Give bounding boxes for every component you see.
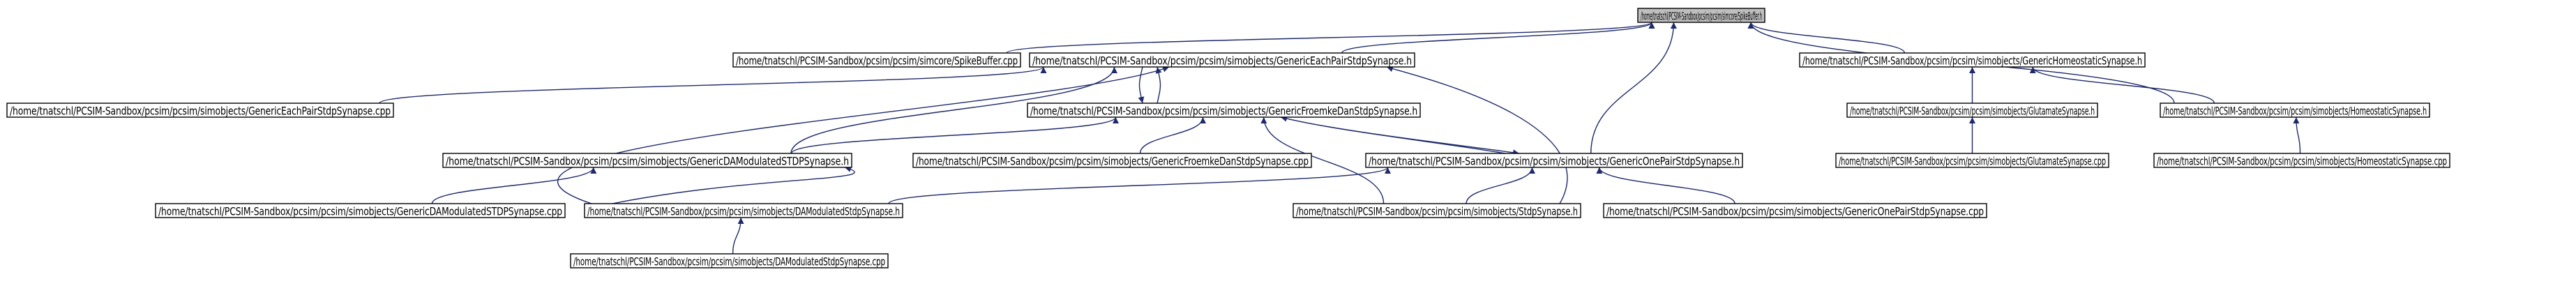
- node-box: [1846, 103, 2098, 118]
- dependency-edge: [1596, 167, 1735, 204]
- graph-node-glutamate-h[interactable]: /home/tnatschl/PCSIM-Sandbox/pcsim/pcsim…: [1846, 103, 2098, 118]
- graph-node-stdp-h[interactable]: /home/tnatschl/PCSIM-Sandbox/pcsim/pcsim…: [1293, 203, 1581, 218]
- node-box: [2160, 103, 2430, 118]
- node-label: /home/tnatschl/PCSIM-Sandbox/pcsim/pcsim…: [10, 105, 391, 118]
- dependency-edge: [1386, 66, 1568, 204]
- dependency-edge: [557, 66, 1170, 204]
- graph-node-gen-one-pair-h[interactable]: /home/tnatschl/PCSIM-Sandbox/pcsim/pcsim…: [1365, 153, 1743, 168]
- node-label: /home/tnatschl/PCSIM-Sandbox/pcsim/pcsim…: [1850, 105, 2095, 118]
- node-box: [1027, 103, 1421, 118]
- graph-node-damod-cpp[interactable]: /home/tnatschl/PCSIM-Sandbox/pcsim/pcsim…: [570, 253, 889, 268]
- node-layer: /home/tnatschl/PCSIM-Sandbox/pcsim/pcsim…: [6, 8, 2450, 268]
- dependency-edge: [1138, 66, 1145, 104]
- node-box: [442, 153, 852, 168]
- graph-node-gen-each-pair-cpp[interactable]: /home/tnatschl/PCSIM-Sandbox/pcsim/pcsim…: [6, 103, 394, 118]
- graph-node-homeostatic-h[interactable]: /home/tnatschl/PCSIM-Sandbox/pcsim/pcsim…: [2160, 103, 2430, 118]
- node-label: /home/tnatschl/PCSIM-Sandbox/pcsim/pcsim…: [587, 205, 900, 218]
- dependency-edge: [1466, 167, 1535, 204]
- node-label: /home/tnatschl/PCSIM-Sandbox/pcsim/pcsim…: [1369, 155, 1740, 168]
- dependency-edge: [1280, 115, 1506, 154]
- node-box: [1835, 153, 2109, 168]
- dependency-edge: [732, 217, 744, 255]
- dependency-edge: [1155, 66, 1162, 104]
- node-box: [1365, 153, 1743, 168]
- node-box: [1637, 8, 1765, 23]
- node-label: /home/tnatschl/PCSIM-Sandbox/pcsim/pcsim…: [1641, 10, 1762, 23]
- node-box: [1603, 203, 1987, 218]
- node-box: [570, 253, 889, 268]
- node-label: /home/tnatschl/PCSIM-Sandbox/pcsim/pcsim…: [1839, 155, 2106, 168]
- dependency-edge: [1341, 22, 1655, 54]
- node-label: /home/tnatschl/PCSIM-Sandbox/pcsim/pcsim…: [736, 54, 1018, 68]
- node-label: /home/tnatschl/PCSIM-Sandbox/pcsim/pcsim…: [2163, 105, 2427, 118]
- dependency-edge: [1006, 22, 1655, 54]
- dependency-edge: [1139, 116, 1206, 154]
- node-box: [732, 52, 1021, 68]
- node-box: [6, 103, 394, 118]
- graph-node-gen-damod-h[interactable]: /home/tnatschl/PCSIM-Sandbox/pcsim/pcsim…: [442, 153, 852, 168]
- node-label: /home/tnatschl/PCSIM-Sandbox/pcsim/pcsim…: [1032, 54, 1412, 68]
- dependency-edge: [1747, 22, 1906, 54]
- node-box: [584, 203, 903, 218]
- graph-node-homeostatic-cpp[interactable]: /home/tnatschl/PCSIM-Sandbox/pcsim/pcsim…: [2153, 153, 2450, 168]
- graph-node-gen-homeo-h[interactable]: /home/tnatschl/PCSIM-Sandbox/pcsim/pcsim…: [1799, 52, 2146, 68]
- node-label: /home/tnatschl/PCSIM-Sandbox/pcsim/pcsim…: [1802, 54, 2142, 68]
- dependency-edge: [790, 66, 1117, 154]
- dependency-edge: [379, 66, 1047, 104]
- graph-node-spikebuffer-cpp[interactable]: /home/tnatschl/PCSIM-Sandbox/pcsim/pcsim…: [732, 52, 1021, 68]
- graph-node-damod-h[interactable]: /home/tnatschl/PCSIM-Sandbox/pcsim/pcsim…: [584, 203, 903, 218]
- dependency-edge: [1260, 116, 1385, 204]
- graph-node-gen-damod-cpp[interactable]: /home/tnatschl/PCSIM-Sandbox/pcsim/pcsim…: [155, 203, 566, 218]
- dependency-edge: [612, 166, 855, 204]
- graph-node-glutamate-cpp[interactable]: /home/tnatschl/PCSIM-Sandbox/pcsim/pcsim…: [1835, 153, 2109, 168]
- node-label: /home/tnatschl/PCSIM-Sandbox/pcsim/pcsim…: [158, 205, 562, 218]
- node-label: /home/tnatschl/PCSIM-Sandbox/pcsim/pcsim…: [573, 255, 885, 268]
- node-box: [2153, 153, 2450, 168]
- dependency-edge: [1280, 116, 1520, 156]
- graph-node-gen-one-pair-cpp[interactable]: /home/tnatschl/PCSIM-Sandbox/pcsim/pcsim…: [1603, 203, 1987, 218]
- graph-node-gen-froemke-cpp[interactable]: /home/tnatschl/PCSIM-Sandbox/pcsim/pcsim…: [912, 153, 1312, 168]
- dependency-edge: [2029, 66, 2215, 104]
- node-box: [1799, 52, 2146, 68]
- node-box: [912, 153, 1312, 168]
- edge-layer: [379, 22, 2301, 255]
- dependency-edge: [790, 116, 1119, 154]
- graph-node-gen-froemke-h[interactable]: /home/tnatschl/PCSIM-Sandbox/pcsim/pcsim…: [1027, 103, 1421, 118]
- node-label: /home/tnatschl/PCSIM-Sandbox/pcsim/pcsim…: [446, 155, 849, 168]
- node-label: /home/tnatschl/PCSIM-Sandbox/pcsim/pcsim…: [1296, 205, 1578, 218]
- dependency-edge: [1590, 22, 1677, 154]
- node-label: /home/tnatschl/PCSIM-Sandbox/pcsim/pcsim…: [1606, 205, 1984, 218]
- graph-node-gen-each-pair-h[interactable]: /home/tnatschl/PCSIM-Sandbox/pcsim/pcsim…: [1029, 52, 1415, 68]
- node-box: [1293, 203, 1581, 218]
- node-label: /home/tnatschl/PCSIM-Sandbox/pcsim/pcsim…: [916, 155, 1309, 168]
- graph-node-spikebuffer-h[interactable]: /home/tnatschl/PCSIM-Sandbox/pcsim/pcsim…: [1637, 8, 1765, 23]
- dependency-edge: [2293, 116, 2301, 154]
- dependency-edge: [431, 167, 597, 204]
- node-box: [1029, 52, 1415, 68]
- node-label: /home/tnatschl/PCSIM-Sandbox/pcsim/pcsim…: [2157, 155, 2447, 168]
- node-box: [155, 203, 566, 218]
- node-label: /home/tnatschl/PCSIM-Sandbox/pcsim/pcsim…: [1030, 105, 1417, 118]
- dependency-edge: [888, 167, 1391, 204]
